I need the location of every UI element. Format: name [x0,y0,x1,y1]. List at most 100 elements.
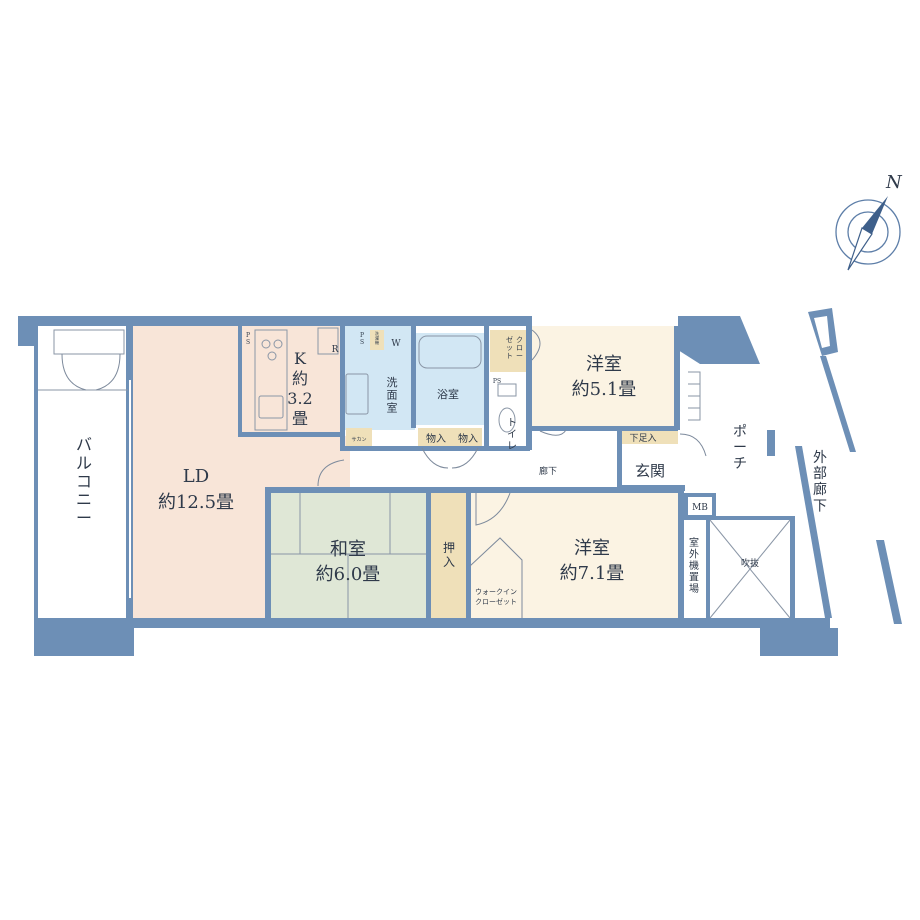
mb-box-inner [688,497,712,515]
label-washitsu-size: 約6.0畳 [316,564,381,585]
yoku-room [415,333,485,425]
label-fukinuke: 吹抜 [741,557,759,569]
compass-ring-outer [835,199,901,265]
wall-bottom-left-block [34,628,134,656]
wall-top-left [18,316,48,346]
wall-west1-right [674,326,680,430]
compass-needle-south [847,227,873,271]
wall-yoku-right [484,326,489,446]
compass-needle-north [862,196,888,234]
balcony-storage [53,329,125,355]
wall-outer-right-bottom [876,540,902,624]
label-washitsu-name: 和室 [330,539,366,560]
label-west2-name: 洋室 [574,538,610,559]
west1-room [532,326,678,430]
label-ld-name: LD [183,466,209,487]
label-west2-size: 約7.1畳 [560,563,625,584]
wall-yoku-left [411,326,416,428]
wall-shitsugai-divider [706,520,710,618]
walkin-wall [469,537,523,618]
label-walkin-b: クローゼット [475,597,517,606]
label-sentakuki: 洗濯機 [375,330,379,345]
sakan-area [346,428,372,450]
label-k-name: K [294,349,307,368]
wall-outer-railing [795,446,832,618]
kitchen-sink [258,395,284,419]
wall-toilet-right [526,326,532,450]
label-senmen: 洗面室 [387,376,398,414]
wall-washitsu-top [265,487,470,493]
stove-burner-2 [273,339,283,349]
label-west1-size: 約5.1畳 [572,379,637,400]
porch-steps [688,371,701,421]
toilet-bowl [498,407,516,433]
kitchen-room [240,326,340,436]
label-k-size-b: 3.2 [287,389,312,408]
wall-west2-right [678,491,684,618]
label-balcony: バルコニー [76,435,92,528]
label-w: W [391,339,401,349]
door-closet [531,329,541,361]
toilet-tank [497,383,517,397]
wall-top-right [678,316,760,364]
stove-burner-3 [267,351,277,361]
compass-ring-inner [847,211,889,253]
label-ld-size: 約12.5畳 [158,492,234,513]
label-toilet: トイレ [507,418,517,452]
label-porch: ポーチ [733,424,747,472]
label-geta: 下足入 [629,433,656,444]
wall-porch-bottom [684,516,794,520]
closet-area [490,330,526,372]
wall-west2-top [466,487,680,493]
label-outer-corridor: 外部廊下 [813,450,827,514]
wall-kitchen-left [238,326,242,436]
wall-senmen-bottom [340,446,530,451]
label-oshiire: 押入 [443,541,455,569]
monoire-area [418,428,482,448]
label-monoire1: 物入 [426,432,446,445]
label-walkin-a: ウォークイン [475,588,517,596]
outer-top-box-inner [814,316,830,348]
bathtub [418,335,482,369]
door-west1 [539,429,567,436]
label-west1-name: 洋室 [586,354,622,375]
kitchen-counter [254,329,288,431]
label-k-size-a: 約 [292,369,308,388]
wall-balcony-left [34,346,38,618]
label-k-size-c: 畳 [292,409,308,428]
wall-corridor-post [767,430,775,456]
label-mb: MB [692,503,708,513]
wall-west1-bottom [532,426,678,431]
wall-kitchen-bottom [238,432,343,437]
sentaku-area [370,330,384,350]
west2-room [470,491,678,618]
door-corridor [317,459,345,487]
oshiire-area [431,491,467,618]
label-genkan: 玄関 [635,462,665,480]
geta-area [622,428,678,444]
ld-room-lower [270,436,350,491]
compass-n: N [885,172,903,193]
door-west2 [475,492,511,526]
label-closet: クローゼット [506,335,523,360]
label-sakan: サカン [351,437,366,443]
door-monoire [421,447,479,469]
label-rouka: 廊下 [539,465,557,477]
labels: バルコニー LD 約12.5畳 K 約 3.2 畳 和室 約6.0畳 押入 ウォ… [76,330,827,606]
fixtures [38,327,791,619]
wall-washitsu-left [265,487,271,618]
label-shitsugai: 室外機置場 [689,536,699,595]
door-genkan [679,433,707,457]
wall-genkan-left [617,426,622,488]
wall-top-main [48,316,532,326]
label-monoire2: 物入 [458,432,478,445]
wall-oshiire-right [466,491,471,618]
compass: N [835,172,903,271]
label-ps3: PS [493,378,501,385]
wall-bottom-right-block [760,628,838,656]
fridge-space [317,327,339,355]
label-yokushitsu: 浴室 [437,387,459,401]
wall-senmen-left [340,326,345,450]
